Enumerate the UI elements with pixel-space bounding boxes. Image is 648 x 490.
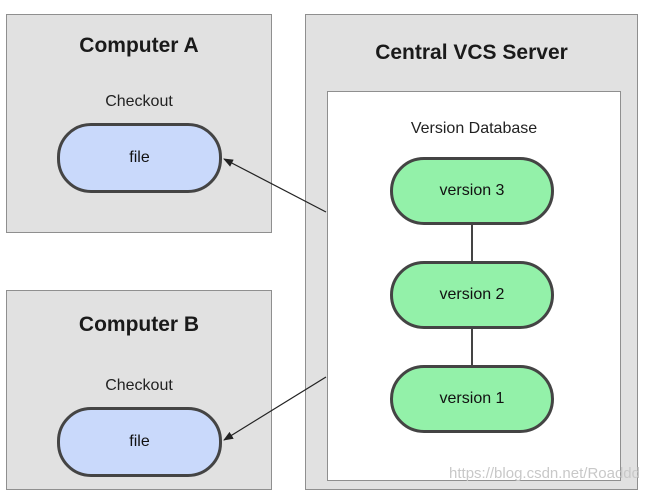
computer-b-checkout-label: Checkout: [105, 377, 173, 394]
computer-a-checkout-label: Checkout: [105, 93, 173, 110]
version-3-node: version 3: [390, 157, 554, 225]
version-1-node: version 1: [390, 365, 554, 433]
checkout-arrow-b: [223, 376, 327, 441]
computer-b-file: file: [57, 407, 222, 477]
version-2-node: version 2: [390, 261, 554, 329]
computer-a-box: Computer A Checkout file: [6, 14, 272, 233]
computer-b-box: Computer B Checkout file: [6, 290, 272, 490]
computer-a-file: file: [57, 123, 222, 193]
computer-b-title: Computer B: [78, 313, 200, 336]
watermark: https://blog.csdn.net/Roaddd: [449, 465, 640, 482]
server-title: Central VCS Server: [375, 41, 568, 64]
version-database-label: Version Database: [410, 120, 538, 137]
checkout-arrow-a: [223, 158, 327, 213]
computer-a-title: Computer A: [79, 34, 199, 57]
